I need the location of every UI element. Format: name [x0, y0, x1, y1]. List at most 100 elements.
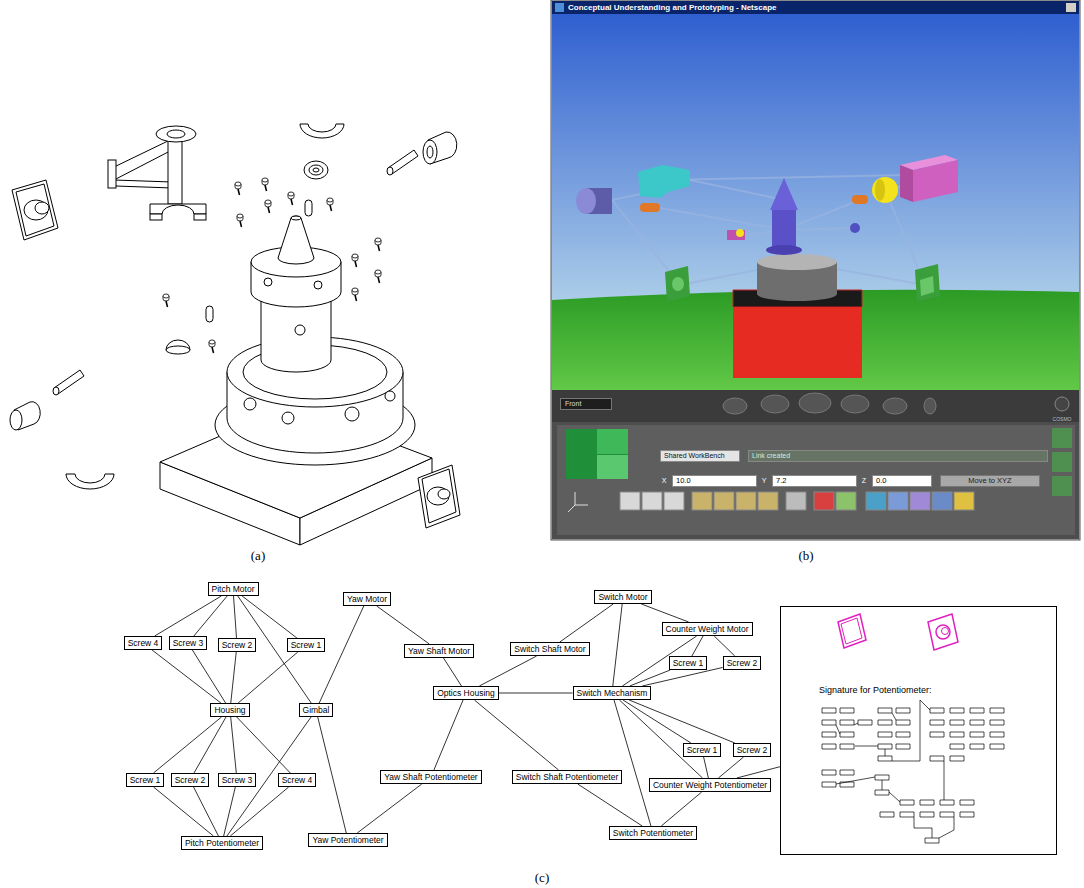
scene-objects	[766, 245, 802, 255]
scene-objects	[727, 230, 745, 240]
part-name: Yaw Shaft Potentiometer	[384, 772, 477, 782]
exploded-assembly	[438, 489, 450, 499]
exploded-assembly	[418, 465, 460, 528]
control-panel	[799, 393, 831, 413]
connector	[434, 700, 463, 770]
exploded-assembly	[35, 202, 49, 214]
scene-objects	[875, 179, 885, 201]
part-name: Counter Weight Motor	[666, 624, 749, 634]
part-name: Screw 1	[291, 640, 322, 650]
part-name: Screw 3	[173, 638, 204, 648]
part-name: Switch Shaft Motor	[514, 644, 585, 654]
dropdown-field: Shared WorkBench	[660, 450, 740, 462]
exploded-assembly	[194, 214, 206, 220]
part-box: Screw 1	[683, 743, 722, 757]
exploded-assembly	[265, 200, 271, 213]
part-name: Screw 4	[282, 775, 313, 785]
connector	[230, 787, 288, 836]
connector	[613, 604, 622, 686]
scene-objects	[660, 175, 905, 180]
part-box: Pitch Potentiometer	[181, 836, 263, 850]
control-panel	[841, 395, 869, 413]
exploded-assembly	[309, 165, 323, 175]
scene-objects	[638, 165, 690, 198]
part-name: Screw 2	[222, 640, 253, 650]
part-box: Yaw Shaft Potentiometer	[380, 770, 481, 784]
part-box: Switch Motor	[594, 590, 651, 604]
part-name: Switch Motor	[598, 592, 647, 602]
exploded-assembly	[327, 198, 333, 211]
exploded-assembly	[163, 294, 169, 307]
part-name: Screw 3	[222, 775, 253, 785]
control-panel	[883, 398, 907, 414]
control-panel	[597, 429, 628, 454]
connector	[194, 787, 219, 836]
scene-objects	[872, 177, 898, 203]
exploded-assembly	[150, 204, 206, 214]
part-box: Counter Weight Potentiometer	[649, 778, 771, 792]
control-panel	[566, 429, 628, 479]
control-panel	[786, 492, 806, 510]
exploded-assembly	[375, 238, 381, 251]
scene-objects	[690, 180, 784, 200]
signature-inset-art	[780, 606, 1057, 855]
connector	[629, 700, 735, 743]
part-box: Screw 2	[733, 743, 772, 757]
connector	[242, 596, 297, 638]
panel-label: (b)	[798, 549, 813, 564]
exploded-assembly	[244, 398, 256, 410]
part-box: Counter Weight Motor	[662, 622, 753, 636]
part-name: Signature for Potentiometer:	[819, 685, 932, 695]
axis-label: Z	[862, 477, 866, 485]
connector	[718, 757, 743, 778]
exploded-assembly	[388, 150, 418, 174]
part-box: Optics Housing	[433, 686, 499, 700]
scene-objects	[913, 160, 958, 202]
scene-objects	[757, 287, 837, 301]
exploded-assembly	[352, 254, 358, 267]
exploded-assembly	[66, 474, 114, 489]
panel-label: (a)	[251, 549, 265, 564]
part-box: Switch Mechanism	[573, 686, 652, 700]
scene-objects	[900, 165, 913, 202]
connector	[319, 606, 364, 703]
part-name: Yaw Shaft Motor	[408, 646, 470, 656]
exploded-assembly	[108, 160, 116, 188]
part-box: Yaw Potentiometer	[308, 833, 387, 847]
connector	[704, 757, 709, 778]
connector	[479, 656, 536, 686]
scene-objects	[772, 208, 796, 250]
connector	[714, 636, 735, 656]
scene-objects	[665, 266, 690, 302]
exploded-assembly	[166, 346, 190, 354]
screenshot-window	[1066, 3, 1076, 12]
control-panel	[552, 390, 1079, 422]
control-panel	[664, 492, 684, 510]
connector	[692, 636, 703, 656]
exploded-assembly	[114, 180, 172, 188]
scene-objects	[576, 155, 958, 378]
part-name: Screw 2	[737, 745, 768, 755]
connector	[238, 652, 298, 703]
scene-objects	[640, 203, 660, 212]
exploded-assembly	[427, 487, 449, 505]
scene-objects	[660, 208, 784, 230]
exploded-assembly	[24, 200, 48, 220]
part-name: Screw 1	[687, 745, 718, 755]
exploded-assembly	[427, 146, 433, 158]
connector	[614, 700, 651, 826]
exploded-assembly	[167, 130, 185, 138]
connector	[641, 604, 688, 622]
screenshot-window	[551, 0, 1080, 540]
part-box: Screw 1	[126, 773, 165, 787]
connector	[231, 652, 236, 703]
part-box: Gimbal	[299, 703, 334, 717]
exploded-assembly	[291, 216, 301, 220]
exploded-assembly	[262, 178, 268, 191]
control-panel	[723, 398, 747, 414]
signature-inset-art	[942, 628, 949, 635]
panel-label: (c)	[535, 871, 549, 886]
exploded-assembly	[387, 167, 393, 175]
exploded-assembly	[53, 387, 59, 395]
exploded-assembly	[305, 200, 312, 216]
